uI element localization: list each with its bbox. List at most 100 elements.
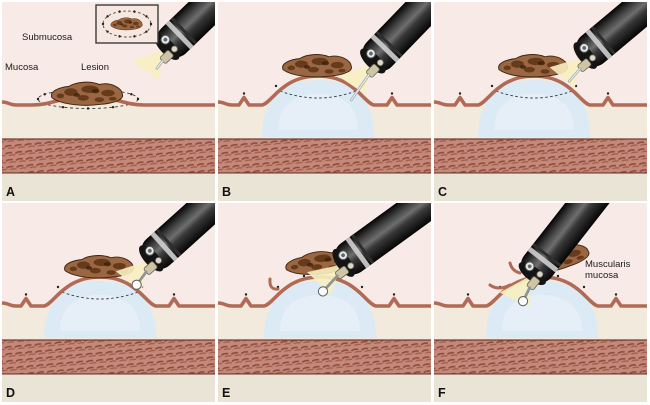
endoscope-ring <box>345 236 371 269</box>
marking-dot <box>360 285 364 289</box>
endoscope-light-port <box>536 270 544 278</box>
panel-letter-e: E <box>222 386 231 400</box>
panel-e-illustration <box>218 203 431 402</box>
lesion-body <box>498 54 568 78</box>
marking-dot <box>390 92 394 95</box>
panel-d: D <box>2 203 215 402</box>
endoscope <box>499 203 647 308</box>
serosa-layer <box>2 173 215 201</box>
light-beam <box>132 49 165 81</box>
lesion <box>50 81 124 106</box>
endoscope-tip-face <box>573 42 598 69</box>
incision-line <box>495 90 573 99</box>
marking-dot <box>130 93 133 96</box>
panel-d-illustration <box>2 203 215 402</box>
endoscope-shaft <box>362 2 431 71</box>
endoscope-light-port <box>347 262 355 270</box>
endoscope-light-port <box>171 45 178 53</box>
endoscope-ring <box>370 34 400 63</box>
marking-dot <box>302 274 306 278</box>
endoscope-light-port <box>589 54 597 62</box>
incision-line <box>279 90 357 99</box>
marking-dot <box>61 106 65 109</box>
panel-c-illustration <box>434 2 647 201</box>
panel-letter-f: F <box>438 386 446 400</box>
lesion-body <box>110 17 143 31</box>
cut-mucosa-flap <box>268 277 280 291</box>
serosa-layer <box>218 374 431 402</box>
knife-shaft <box>323 274 339 291</box>
endoscope-shaft <box>157 2 215 58</box>
lesion-body <box>50 81 124 106</box>
serosa-layer <box>434 173 647 201</box>
endoscope-shaft <box>521 203 647 283</box>
marking-dot <box>242 92 246 95</box>
marking-dot <box>136 97 140 101</box>
panel-letter-d: D <box>6 386 16 400</box>
marking-dot <box>392 293 396 296</box>
panel-letter-a: A <box>6 185 16 199</box>
light-beam <box>338 63 371 95</box>
endoscope <box>549 2 647 88</box>
marking-dot <box>56 285 60 289</box>
marking-dot <box>111 106 115 109</box>
cut-mucosa-flap <box>508 261 522 275</box>
lesion <box>64 255 134 279</box>
mucosa-layer <box>434 275 647 308</box>
endoscope-ring <box>527 246 559 273</box>
lesion-body <box>64 255 134 279</box>
light-beam <box>307 264 342 295</box>
label-muscularis-mucosa: Muscularis mucosa <box>585 259 631 282</box>
endoscope-ring <box>585 29 612 60</box>
marking-dot <box>24 293 28 296</box>
endoscope-shaft <box>141 203 215 269</box>
marking-dot <box>172 293 176 296</box>
panel-e: E <box>218 203 431 402</box>
panel-a-illustration <box>2 2 215 201</box>
light-beam <box>549 57 584 88</box>
it-knife-ball-tip <box>517 295 529 307</box>
panel-c: C <box>434 2 647 201</box>
serosa-layer <box>434 374 647 402</box>
marking-dot <box>458 92 462 95</box>
endoscope-light-port <box>155 257 162 264</box>
endoscope <box>338 2 431 102</box>
incision-line <box>61 291 139 300</box>
mucosa-layer <box>434 74 647 107</box>
submucosa-layer <box>2 96 215 139</box>
marking-dot <box>614 293 618 296</box>
label-lesion: Lesion <box>81 62 109 73</box>
panel-b-illustration <box>218 2 431 201</box>
marking-dot <box>466 293 470 296</box>
endoscope-tip-face <box>332 248 355 277</box>
marking-dot <box>86 107 90 110</box>
marking-dot <box>43 93 46 96</box>
panel-f-illustration <box>434 203 647 402</box>
panel-letter-c: C <box>438 185 448 199</box>
it-knife-ball-tip <box>317 286 329 297</box>
mucosa-layer <box>218 74 431 107</box>
lesion <box>282 54 352 78</box>
panel-b: B <box>218 2 431 201</box>
lesion-body <box>282 54 352 78</box>
it-knife-ball-tip <box>131 279 142 290</box>
endoscope <box>307 203 431 297</box>
label-submucosa: Submucosa <box>22 32 73 43</box>
mucosa-layer <box>2 275 215 308</box>
endoscope-shaft <box>576 2 647 67</box>
panel-a: Submucosa Mucosa Lesion A <box>2 2 215 201</box>
marking-dot <box>606 92 610 95</box>
mucosa-layer <box>218 275 431 308</box>
endoscope-ring <box>150 231 178 262</box>
endoscope <box>132 2 215 81</box>
serosa-layer <box>2 374 215 402</box>
marking-dot <box>582 285 586 289</box>
endoscope-ring <box>165 20 194 50</box>
marking-dot <box>36 97 40 101</box>
lesion-enface-inset <box>95 4 159 44</box>
marking-dot <box>490 84 494 88</box>
label-mucosa: Mucosa <box>5 62 39 73</box>
marking-dot <box>244 293 248 296</box>
endoscope-light-port <box>376 59 384 67</box>
